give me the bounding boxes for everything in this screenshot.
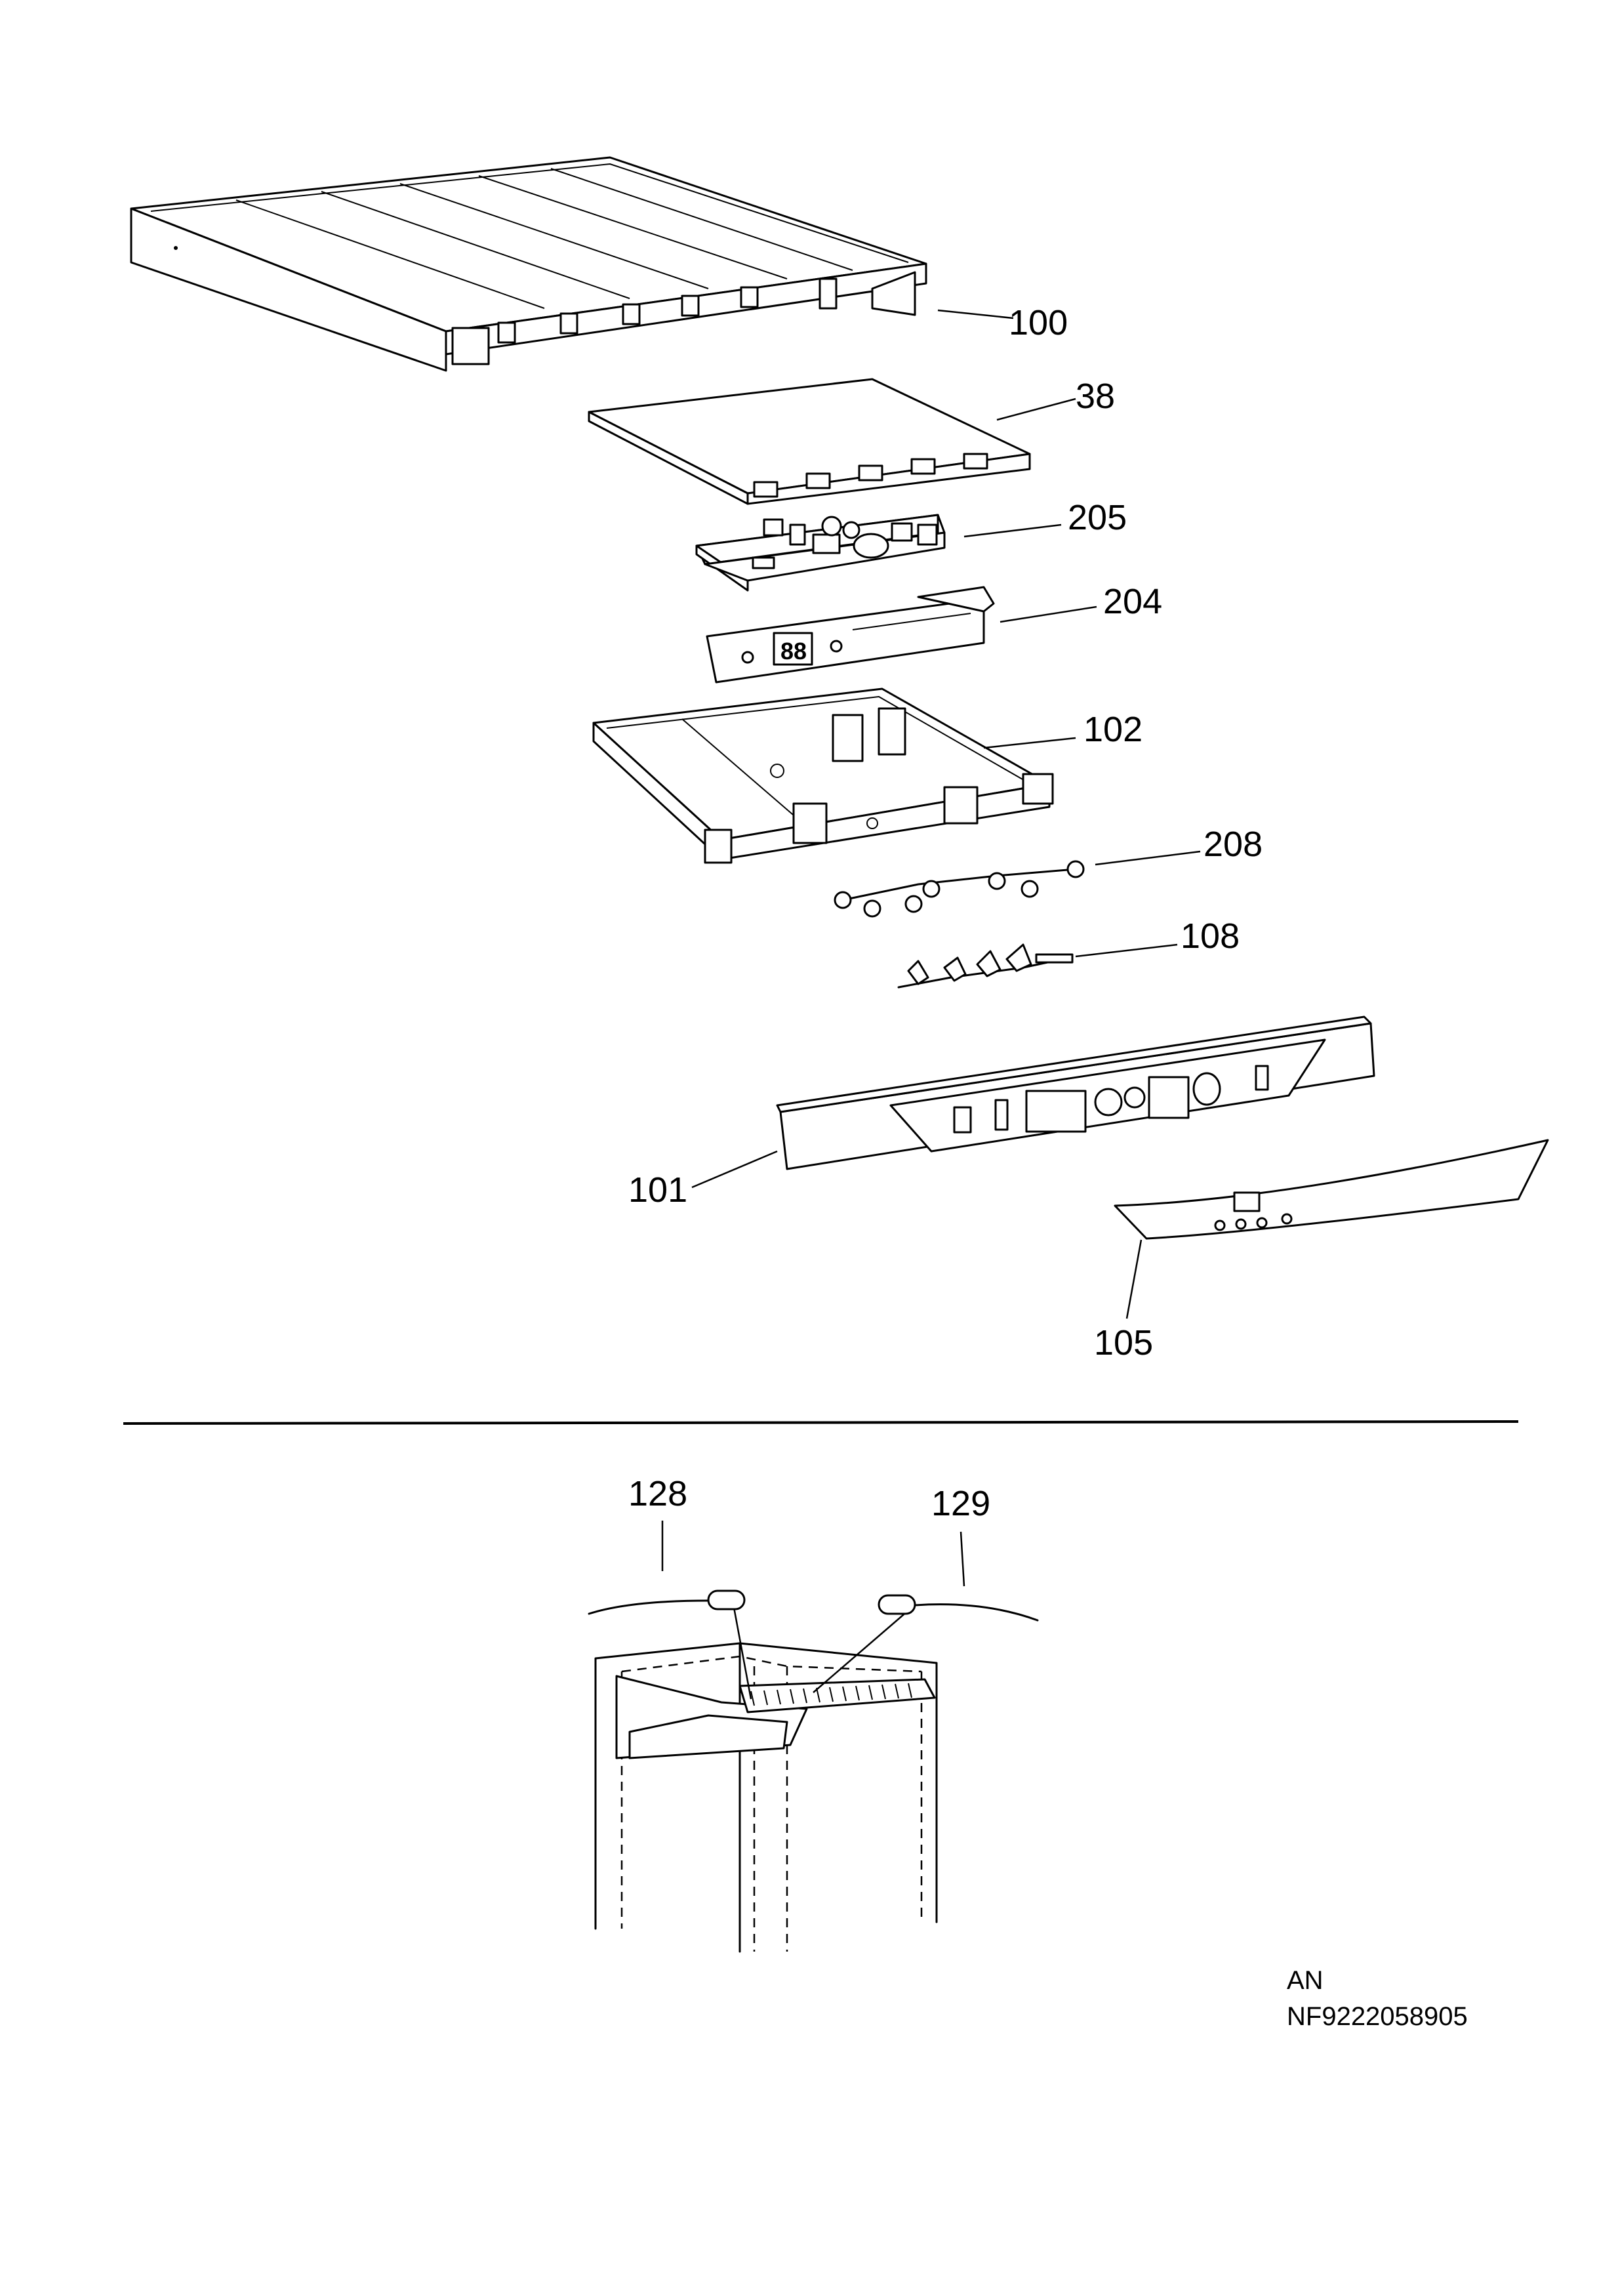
- top-cover-part: [130, 156, 927, 372]
- control-panel-fascia-part: [776, 1015, 1375, 1170]
- callout-208: 208: [1203, 825, 1263, 864]
- callout-100: 100: [1009, 303, 1068, 342]
- region-code: AN: [1287, 1966, 1324, 1995]
- callout-101: 101: [628, 1170, 687, 1210]
- drawing-number: NF9222058905: [1287, 2002, 1468, 2031]
- control-housing-part: [592, 687, 1054, 864]
- light-pipe-part: [834, 860, 1085, 918]
- callout-204: 204: [1103, 582, 1162, 621]
- control-board-part: [695, 514, 946, 592]
- display-trim-part: [1114, 1139, 1549, 1240]
- callout-205: 205: [1068, 498, 1127, 537]
- sensor-grille-slots: [750, 1683, 912, 1706]
- callout-105: 105: [1094, 1323, 1153, 1363]
- svg-text:88: 88: [780, 638, 807, 665]
- sensor-128-part: [588, 1589, 746, 1615]
- callout-102: 102: [1083, 710, 1143, 749]
- board-cover-part: [588, 378, 1031, 505]
- callout-38: 38: [1076, 377, 1115, 416]
- display-board-part: 88: [706, 586, 995, 684]
- callout-128: 128: [628, 1474, 687, 1513]
- callout-108: 108: [1181, 916, 1240, 956]
- button-set-part: [897, 943, 1074, 989]
- section-divider: [123, 1420, 1519, 1425]
- sensor-129-part: [878, 1594, 1039, 1622]
- callout-129: 129: [931, 1484, 990, 1523]
- cabinet-sectional-view: [594, 1603, 938, 1953]
